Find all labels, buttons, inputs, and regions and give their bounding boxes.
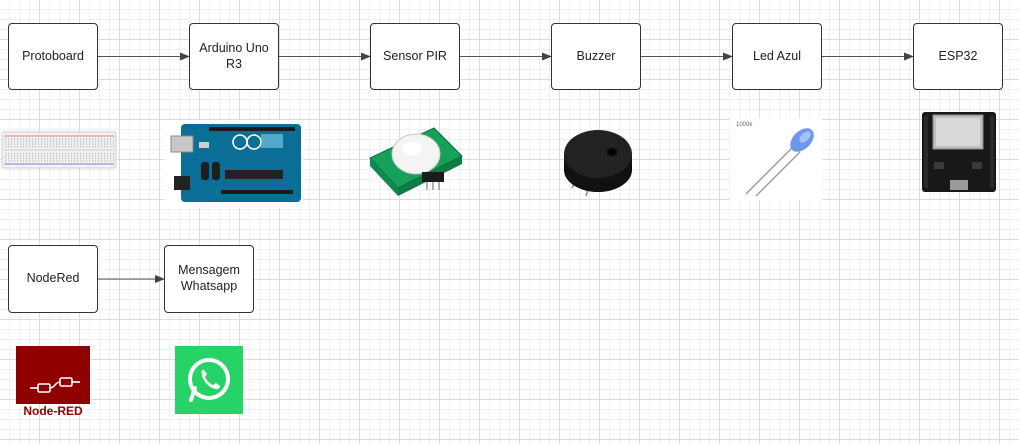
arduino-uno-image	[165, 120, 303, 208]
node-label: Led Azul	[753, 48, 801, 63]
blue-led-image: 1000k	[730, 118, 822, 200]
node-protoboard[interactable]: Protoboard	[8, 23, 98, 90]
node-label: Mensagem Whatsapp	[178, 263, 240, 293]
buzzer-image	[564, 130, 632, 197]
node-buzzer[interactable]: Buzzer	[551, 23, 641, 90]
node-label: Protoboard	[22, 48, 84, 63]
node-nodered[interactable]: NodeRed	[8, 245, 98, 313]
whatsapp-logo-image	[175, 346, 243, 414]
node-esp32[interactable]: ESP32	[913, 23, 1003, 90]
node-sensor-pir[interactable]: Sensor PIR	[370, 23, 460, 90]
node-led-azul[interactable]: Led Azul	[732, 23, 822, 90]
node-label: Sensor PIR	[383, 48, 447, 63]
node-label: Arduino Uno R3	[199, 40, 269, 71]
node-label: Buzzer	[576, 48, 616, 63]
node-arduino-uno[interactable]: Arduino Uno R3	[189, 23, 279, 90]
pir-sensor-image	[369, 127, 463, 196]
led-marking: 1000k	[736, 122, 753, 128]
nodered-logo-text: Node-RED	[23, 404, 83, 418]
breadboard-image	[1, 131, 117, 169]
esp32-image	[922, 112, 996, 192]
node-label: NodeRed	[26, 271, 80, 286]
nodered-logo-image: Node-RED	[16, 346, 90, 418]
node-mensagem-whatsapp[interactable]: Mensagem Whatsapp	[164, 245, 254, 313]
node-label: ESP32	[938, 48, 978, 63]
